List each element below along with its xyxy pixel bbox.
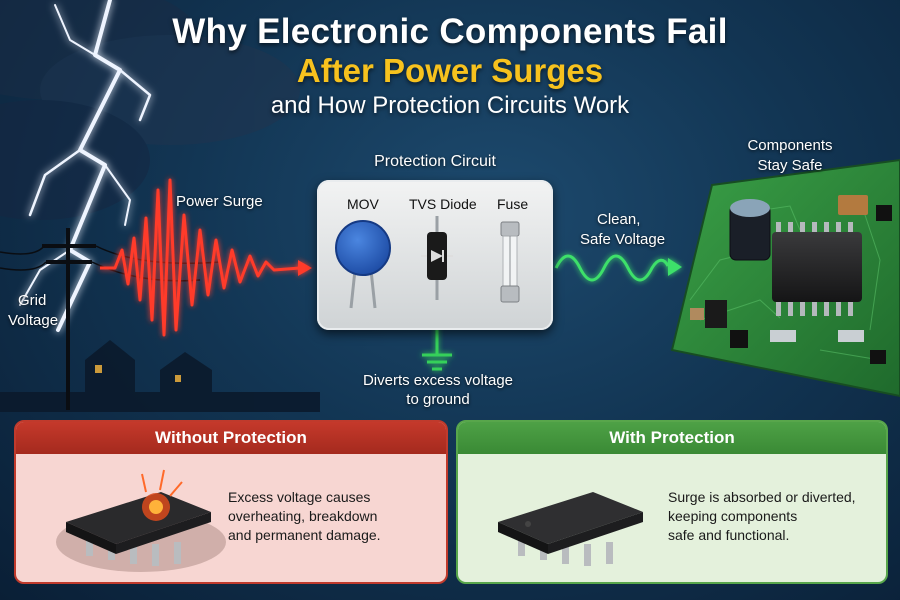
- mov-icon: [335, 220, 391, 309]
- stay-safe-line2: Stay Safe: [757, 157, 823, 174]
- tvs-label: TVS Diode: [409, 196, 477, 212]
- capacitor-icon: [729, 199, 771, 261]
- protection-circuit-box: MOV TVS Diode Fuse: [317, 180, 553, 330]
- surge-wave: [100, 178, 312, 337]
- diverts-line1: Diverts excess voltage: [362, 372, 514, 389]
- grid-label-line1: Grid: [18, 292, 47, 309]
- without-protection-panel: Without Protection Excess voltage causes…: [14, 420, 448, 584]
- circuit-board: [670, 158, 900, 398]
- protection-circuit-label: Protection Circuit: [374, 153, 496, 170]
- tvs-diode-icon: [421, 216, 453, 300]
- title-line-2: After Power Surges: [296, 52, 604, 89]
- fuse-icon: [500, 221, 520, 303]
- with-desc-line: keeping components: [668, 508, 798, 524]
- intact-chip-icon: [498, 492, 643, 566]
- burnt-chip-icon: [56, 469, 226, 572]
- grid-label-line2: Voltage: [8, 312, 59, 329]
- with-desc-line: safe and functional.: [668, 527, 790, 543]
- with-desc-line: Surge is absorbed or diverted,: [668, 489, 856, 505]
- fuse-label: Fuse: [497, 196, 529, 212]
- without-desc-line: Excess voltage causes: [228, 489, 371, 505]
- with-desc: Surge is absorbed or diverted, keeping c…: [668, 488, 856, 545]
- without-desc-line: and permanent damage.: [228, 527, 381, 543]
- title-line-3: and How Protection Circuits Work: [270, 92, 630, 119]
- protection-components: [335, 216, 520, 309]
- clean-label-line1: Clean,: [597, 211, 641, 228]
- mov-label: MOV: [347, 196, 379, 212]
- without-protection-title: Without Protection: [16, 422, 446, 454]
- stay-safe-line1: Components: [747, 137, 833, 154]
- without-desc: Excess voltage causes overheating, break…: [228, 488, 381, 545]
- diverts-line2: to ground: [406, 391, 470, 408]
- resistor-icon: [838, 195, 868, 215]
- town-silhouette: [0, 340, 320, 412]
- with-protection-panel: With Protection Surge is absorbed or div…: [456, 420, 888, 584]
- pcb-chip-icon: [772, 222, 862, 316]
- title-line-1: Why Electronic Components Fail: [172, 12, 728, 51]
- clean-label-line2: Safe Voltage: [580, 231, 666, 248]
- clean-wave: [554, 254, 682, 282]
- without-desc-line: overheating, breakdown: [228, 508, 378, 524]
- power-surge-label: Power Surge: [176, 193, 263, 210]
- with-protection-title: With Protection: [458, 422, 886, 454]
